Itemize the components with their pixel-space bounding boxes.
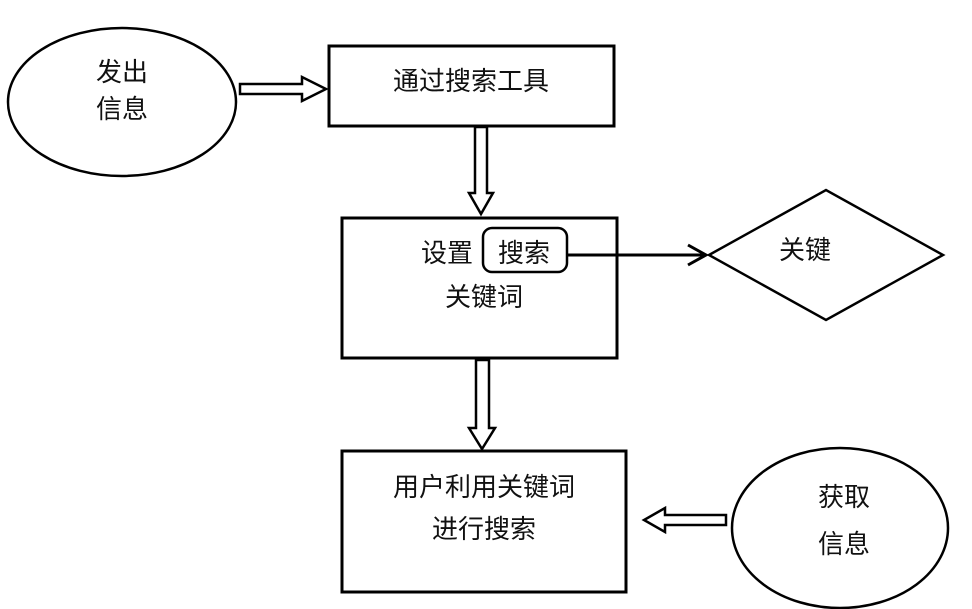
set-keywords-box (340, 216, 619, 360)
user-search-label-line1: 用户利用关键词 (393, 473, 575, 503)
arrow-get-to-user-search (641, 505, 728, 535)
arrow-tool-to-set (466, 125, 496, 217)
node-send-info: 发出 信息 (6, 26, 238, 178)
get-info-ellipse (730, 446, 950, 609)
hollow-arrow-down-icon (466, 125, 496, 217)
user-search-box (340, 449, 628, 594)
get-info-label-line2: 信息 (818, 530, 870, 560)
key-diamond (706, 188, 946, 322)
arrow-set-to-user-search (466, 358, 498, 452)
hollow-arrow-right-icon (238, 74, 329, 104)
send-info-ellipse (6, 26, 238, 178)
user-search-label-line2: 进行搜索 (432, 515, 536, 545)
search-highlight-label: 搜索 (498, 239, 550, 269)
node-get-info: 获取 信息 (730, 446, 950, 609)
set-keywords-line2: 关键词 (445, 283, 523, 313)
set-keywords-prefix: 设置 (421, 239, 473, 269)
get-info-label-line1: 获取 (818, 483, 870, 513)
send-info-label-line1: 发出 (96, 58, 148, 88)
arrowhead-icon (687, 243, 710, 267)
node-via-search-tool: 通过搜索工具 (327, 44, 616, 128)
node-set-keywords: 设置 搜索 关键词 (340, 216, 619, 360)
search-highlight-box (481, 226, 569, 274)
hollow-arrow-left-icon (641, 505, 728, 535)
node-user-search: 用户利用关键词 进行搜索 (340, 449, 628, 594)
node-key: 关键 (706, 188, 946, 322)
hollow-arrow-down-icon (466, 358, 498, 452)
arrow-send-to-tool (238, 74, 329, 104)
send-info-label-line2: 信息 (96, 95, 148, 125)
via-search-tool-box (327, 44, 616, 128)
via-search-tool-label: 通过搜索工具 (393, 67, 549, 97)
arrow-search-to-key (567, 243, 710, 267)
key-label: 关键 (779, 236, 831, 266)
